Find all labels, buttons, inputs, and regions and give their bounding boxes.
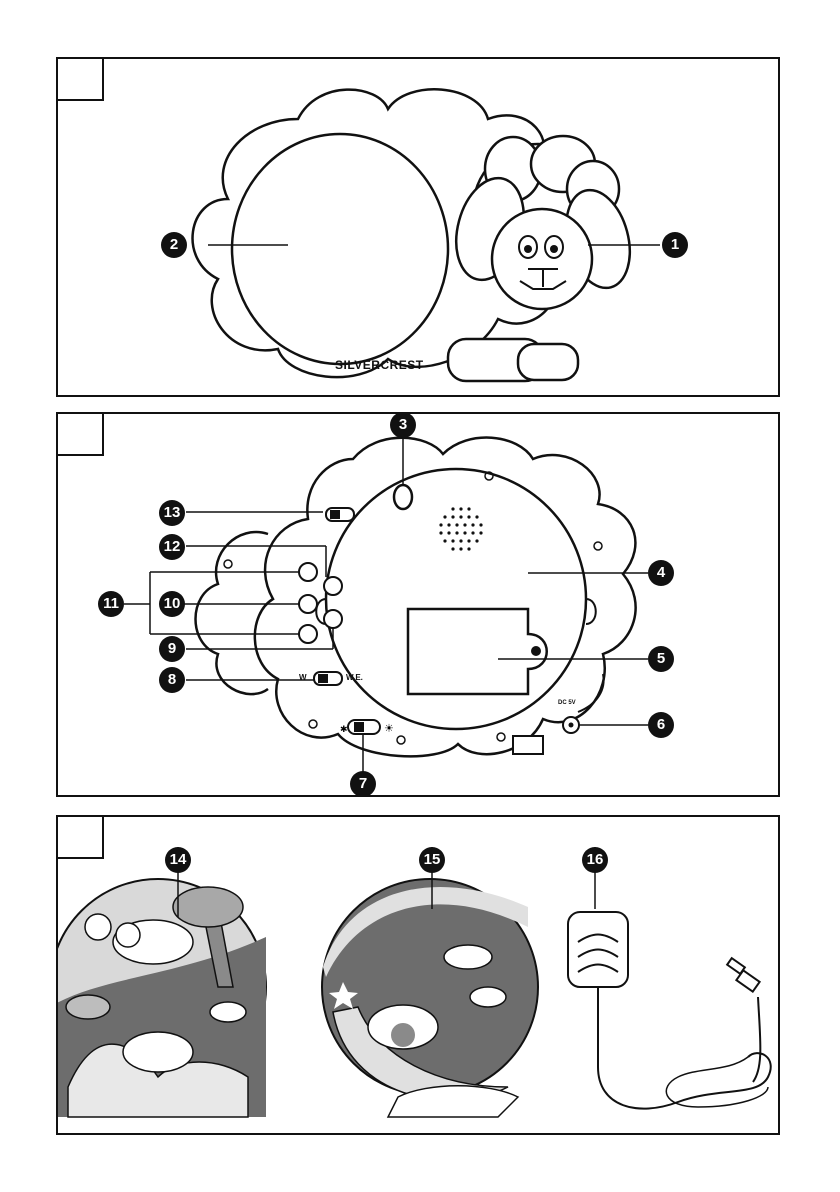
figure-panel-2: ✱ ☀ W W.E. DC 5V 3 13 12 11 10 9 8 4 5 6… (56, 412, 780, 797)
svg-text:✱: ✱ (340, 725, 348, 735)
callout-10: 10 (159, 591, 185, 617)
figure-panel-1: SILVERCREST 2 1 (56, 57, 780, 397)
callout-9: 9 (159, 636, 185, 662)
dc-input-label: DC 5V (558, 700, 576, 706)
callout-11: 11 (98, 591, 124, 617)
callout-7: 7 (350, 771, 376, 797)
callout-15: 15 (419, 847, 445, 873)
callout-12: 12 (159, 534, 185, 560)
projection-disc-night-shape (322, 879, 538, 1117)
callout-2: 2 (161, 232, 187, 258)
callout-6: 6 (648, 712, 674, 738)
callout-4: 4 (648, 560, 674, 586)
callout-16: 16 (582, 847, 608, 873)
callout-3: 3 (390, 412, 416, 438)
figure-panel-3: 14 15 16 (56, 815, 780, 1135)
projection-disc-day-shape (58, 879, 266, 1117)
projection-dome-shape (232, 134, 448, 364)
battery-compartment-shape (408, 609, 547, 694)
weekday-label: W (299, 673, 307, 682)
callout-8: 8 (159, 667, 185, 693)
brand-logo: SILVERCREST (335, 358, 424, 372)
callout-5: 5 (648, 646, 674, 672)
callout-1: 1 (662, 232, 688, 258)
svg-text:☀: ☀ (384, 722, 394, 735)
weekend-label: W.E. (346, 673, 363, 682)
device-front-illustration (58, 59, 782, 399)
mounting-hole-shape (394, 485, 412, 509)
callout-14: 14 (165, 847, 191, 873)
sheep-face-shape (492, 209, 592, 309)
power-adapter-shape (568, 912, 771, 1109)
callout-13: 13 (159, 500, 185, 526)
